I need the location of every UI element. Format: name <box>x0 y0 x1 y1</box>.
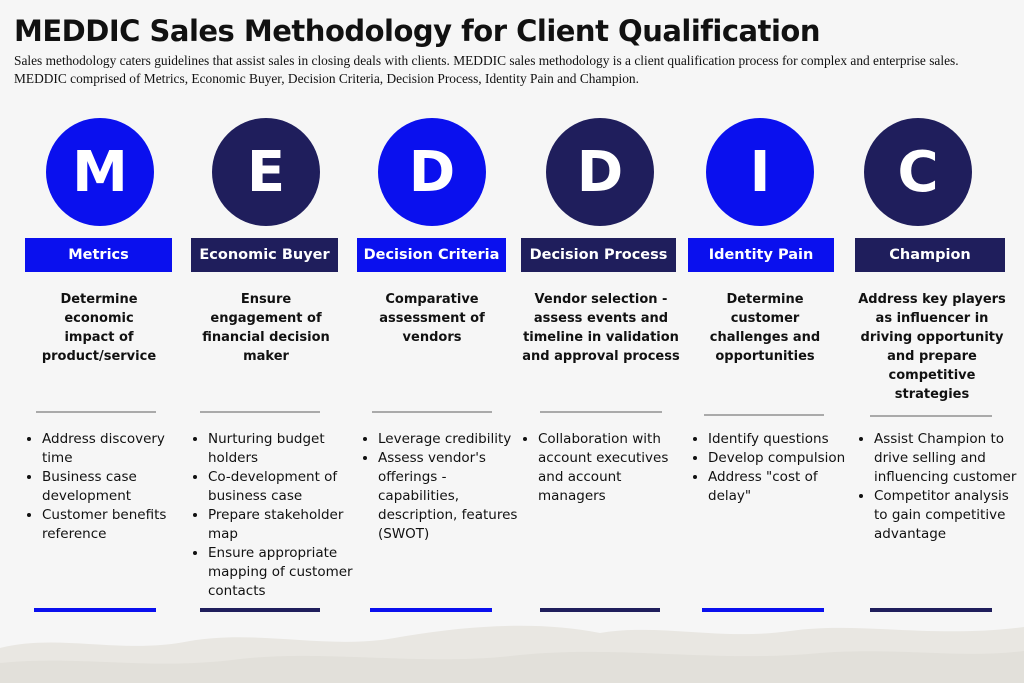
letter-circle: M <box>46 118 154 226</box>
divider <box>36 411 156 413</box>
meddic-columns: M Metrics Determine economic impact of p… <box>0 118 1024 678</box>
bullet-list: Address discovery time Business case dev… <box>22 430 192 544</box>
list-item: Develop compulsion <box>708 449 854 468</box>
header: MEDDIC Sales Methodology for Client Qual… <box>14 12 1014 88</box>
column-champion: C Champion Address key players as influe… <box>852 118 1022 618</box>
bottom-accent-line <box>34 608 156 612</box>
label-bar: Decision Criteria <box>357 238 506 272</box>
bottom-accent-line <box>370 608 492 612</box>
letter-circle: I <box>706 118 814 226</box>
divider <box>540 411 662 413</box>
letter: E <box>246 139 286 205</box>
column-decision-criteria: D Decision Criteria Comparative assessme… <box>350 118 520 618</box>
list-item: Prepare stakeholder map <box>208 506 366 544</box>
description: Determine economic impact of product/ser… <box>41 292 157 364</box>
bottom-accent-line <box>702 608 824 612</box>
list-item: Nurturing budget holders <box>208 430 366 468</box>
list-item: Competitor analysis to gain competitive … <box>874 487 1024 544</box>
column-economic-buyer: E Economic Buyer Ensure engagement of fi… <box>182 118 353 618</box>
letter-circle: D <box>546 118 654 226</box>
torn-paper-background <box>0 625 1024 683</box>
label: Metrics <box>68 247 129 263</box>
description: Comparative assessment of vendors <box>379 292 485 345</box>
list-item: Ensure appropriate mapping of customer c… <box>208 544 366 601</box>
page-subtitle: Sales methodology caters guidelines that… <box>14 53 959 86</box>
letter: D <box>576 139 624 205</box>
letter-circle: E <box>212 118 320 226</box>
list-item: Address discovery time <box>42 430 192 468</box>
letter-circle: D <box>378 118 486 226</box>
label-bar: Decision Process <box>521 238 676 272</box>
bottom-accent-line <box>200 608 320 612</box>
divider <box>372 411 492 413</box>
label-bar: Metrics <box>25 238 172 272</box>
label-bar: Identity Pain <box>688 238 834 272</box>
letter: M <box>72 139 128 205</box>
description: Determine customer challenges and opport… <box>709 292 821 364</box>
letter: D <box>408 139 456 205</box>
label-bar: Economic Buyer <box>191 238 338 272</box>
label: Decision Process <box>529 247 668 263</box>
list-item: Identify questions <box>708 430 854 449</box>
list-item: Co-development of business case <box>208 468 366 506</box>
description: Address key players as influencer in dri… <box>858 292 1006 402</box>
bullet-list: Assist Champion to drive selling and inf… <box>854 430 1024 544</box>
page-title: MEDDIC Sales Methodology for Client Qual… <box>14 14 820 48</box>
list-item: Address "cost of delay" <box>708 468 854 506</box>
letter: C <box>897 139 939 205</box>
bullet-list: Collaboration with account executives an… <box>518 430 688 506</box>
description: Ensure engagement of financial decision … <box>202 292 330 364</box>
list-item: Leverage credibility <box>378 430 528 449</box>
divider <box>200 411 320 413</box>
list-item: Assist Champion to drive selling and inf… <box>874 430 1024 487</box>
label: Economic Buyer <box>199 247 330 263</box>
list-item: Business case development <box>42 468 192 506</box>
divider <box>870 415 992 417</box>
column-metrics: M Metrics Determine economic impact of p… <box>14 118 184 618</box>
column-decision-process: D Decision Process Vendor selection - as… <box>518 118 688 618</box>
label: Decision Criteria <box>363 247 500 263</box>
list-item: Assess vendor's offerings - capabilities… <box>378 449 528 544</box>
list-item: Customer benefits reference <box>42 506 192 544</box>
list-item: Collaboration with account executives an… <box>538 430 688 506</box>
bottom-accent-line <box>870 608 992 612</box>
label: Identity Pain <box>708 247 814 263</box>
column-identity-pain: I Identity Pain Determine customer chall… <box>686 118 856 618</box>
bullet-list: Identify questions Develop compulsion Ad… <box>688 430 854 506</box>
divider <box>704 414 824 416</box>
letter: I <box>749 139 771 205</box>
label-bar: Champion <box>855 238 1005 272</box>
bullet-list: Nurturing budget holders Co-development … <box>188 430 366 601</box>
label: Champion <box>889 247 971 263</box>
letter-circle: C <box>864 118 972 226</box>
description: Vendor selection - assess events and tim… <box>522 292 680 364</box>
bottom-accent-line <box>540 608 660 612</box>
bullet-list: Leverage credibility Assess vendor's off… <box>358 430 528 544</box>
